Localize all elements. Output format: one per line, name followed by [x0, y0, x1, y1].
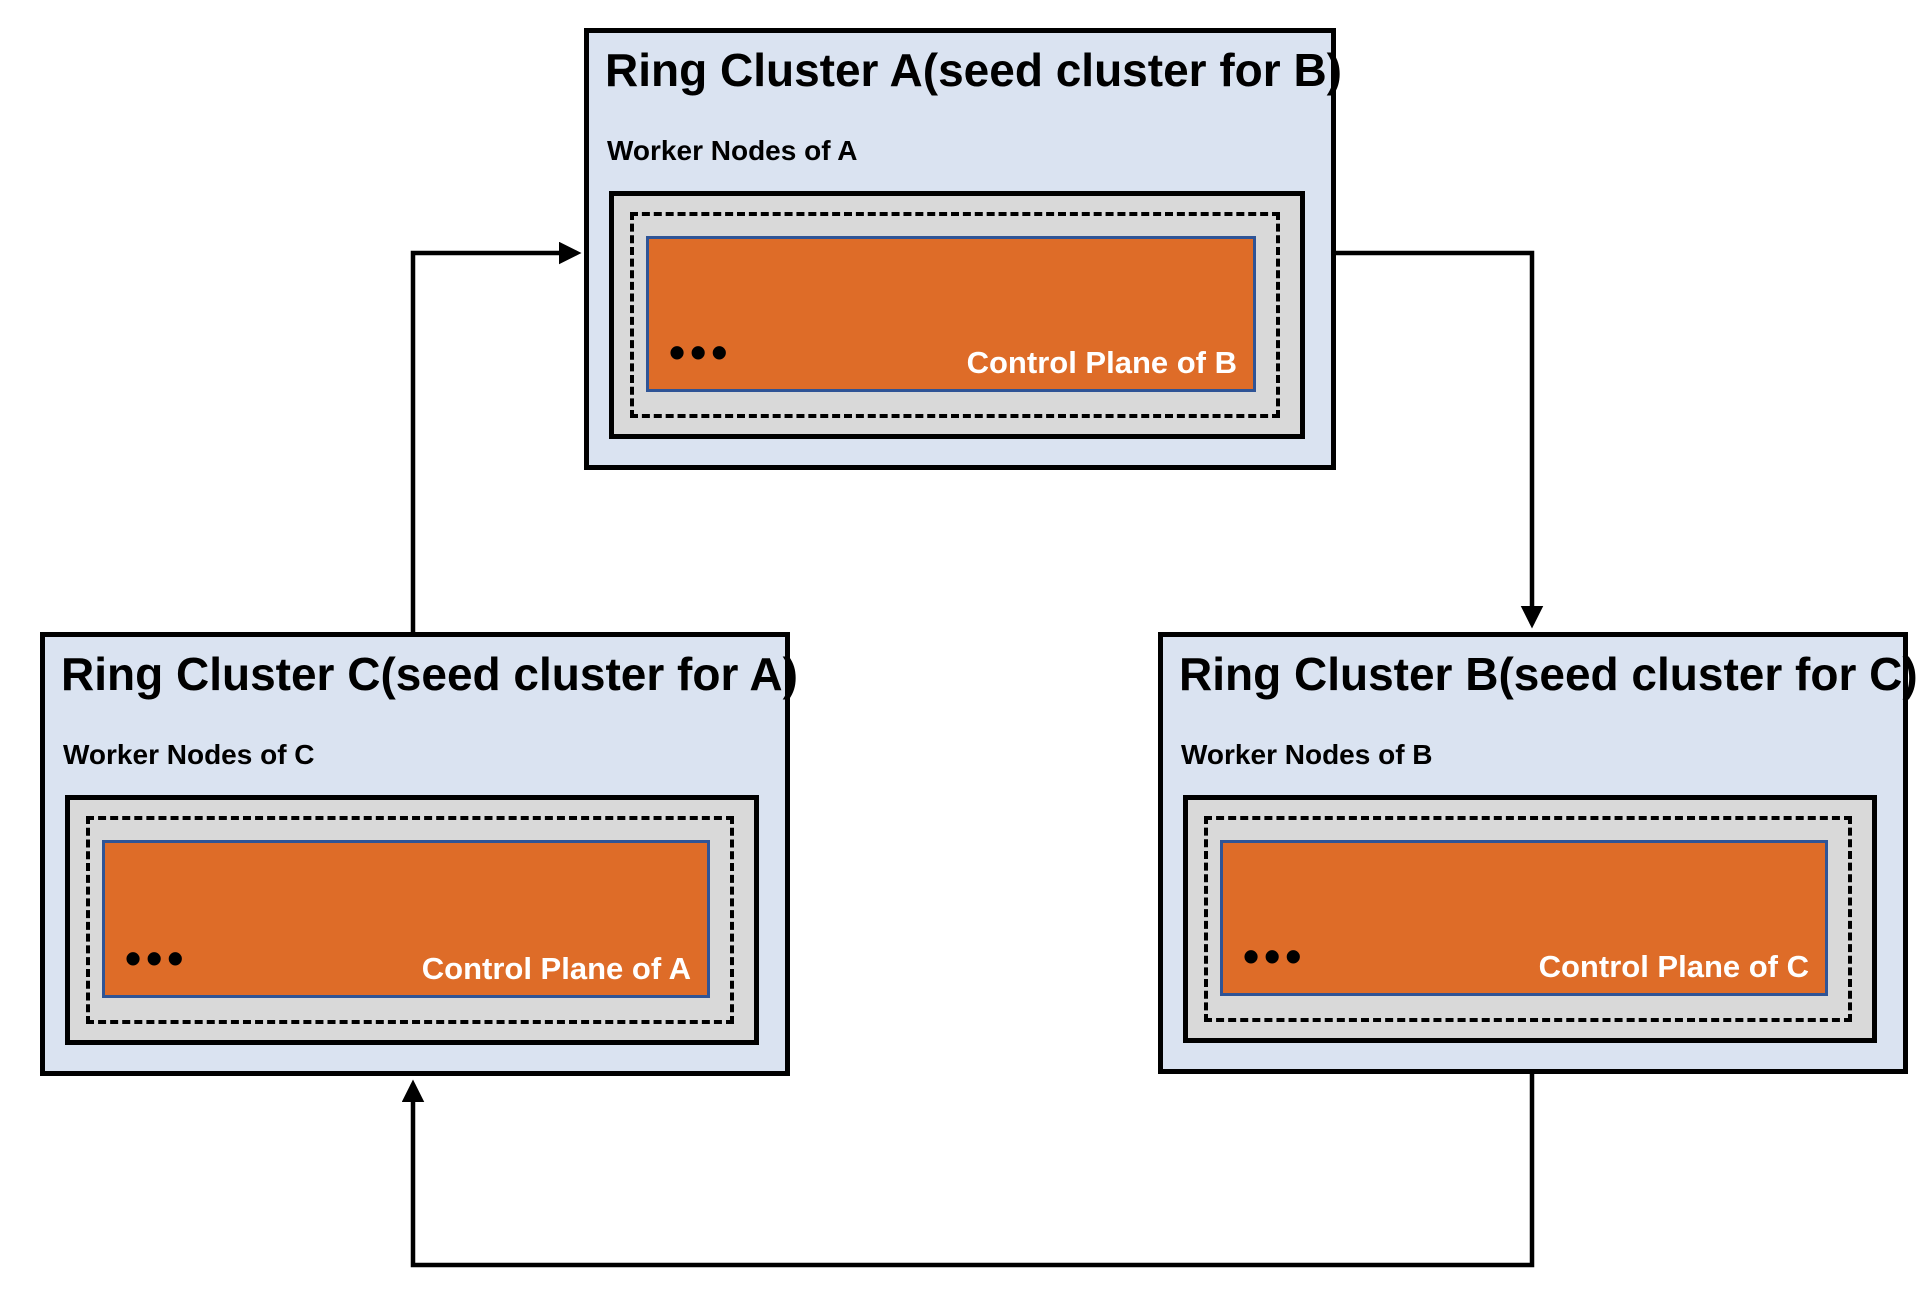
- cluster-a-box: Ring Cluster A (seed cluster for B) Work…: [584, 28, 1342, 470]
- cluster-b-control-plane-label: Control Plane of C: [1538, 948, 1809, 984]
- cluster-b-dashed-boundary: ••• Control Plane of C: [1204, 816, 1852, 1022]
- cluster-c-title: Ring Cluster C: [61, 648, 381, 700]
- cluster-a-worker-nodes-box: ••• Control Plane of B: [609, 191, 1305, 439]
- cluster-b-control-plane-box: ••• Control Plane of C: [1220, 840, 1828, 996]
- cluster-c-control-plane-box: ••• Control Plane of A: [102, 840, 710, 998]
- cluster-a-title-row: Ring Cluster A (seed cluster for B): [605, 43, 1342, 97]
- arrow-a-to-b: [1336, 250, 1544, 629]
- cluster-c-control-plane-label: Control Plane of A: [421, 950, 691, 986]
- cluster-a-seed-note: (seed cluster for B): [922, 44, 1342, 96]
- cluster-b-title: Ring Cluster B: [1179, 648, 1499, 700]
- cluster-a-dashed-boundary: ••• Control Plane of B: [630, 212, 1280, 418]
- cluster-b-seed-note: (seed cluster for C): [1498, 648, 1918, 700]
- cluster-c-worker-nodes-label: Worker Nodes of C: [63, 739, 315, 770]
- cluster-b-ellipsis-dots: •••: [1243, 930, 1307, 982]
- cluster-a-worker-nodes-label: Worker Nodes of A: [607, 135, 858, 166]
- cluster-a-ellipsis-dots: •••: [669, 326, 733, 378]
- cluster-a-control-plane-label: Control Plane of B: [966, 344, 1237, 380]
- cluster-b-worker-nodes-label: Worker Nodes of B: [1181, 739, 1433, 770]
- cluster-b-worker-nodes-box: ••• Control Plane of C: [1183, 795, 1877, 1043]
- cluster-a-title: Ring Cluster A: [605, 44, 923, 96]
- arrow-b-to-c: [401, 1072, 1535, 1268]
- cluster-c-dashed-boundary: ••• Control Plane of A: [86, 816, 734, 1024]
- cluster-c-worker-nodes-box: ••• Control Plane of A: [65, 795, 759, 1045]
- cluster-c-ellipsis-dots: •••: [125, 932, 189, 984]
- arrow-c-to-a: [410, 241, 582, 634]
- cluster-c-box: Ring Cluster C (seed cluster for A) Work…: [40, 632, 798, 1076]
- cluster-a-control-plane-box: ••• Control Plane of B: [646, 236, 1256, 392]
- cluster-b-title-row: Ring Cluster B (seed cluster for C): [1179, 647, 1918, 701]
- cluster-c-seed-note: (seed cluster for A): [380, 648, 798, 700]
- cluster-b-box: Ring Cluster B (seed cluster for C) Work…: [1158, 632, 1918, 1074]
- cluster-c-title-row: Ring Cluster C (seed cluster for A): [61, 647, 798, 701]
